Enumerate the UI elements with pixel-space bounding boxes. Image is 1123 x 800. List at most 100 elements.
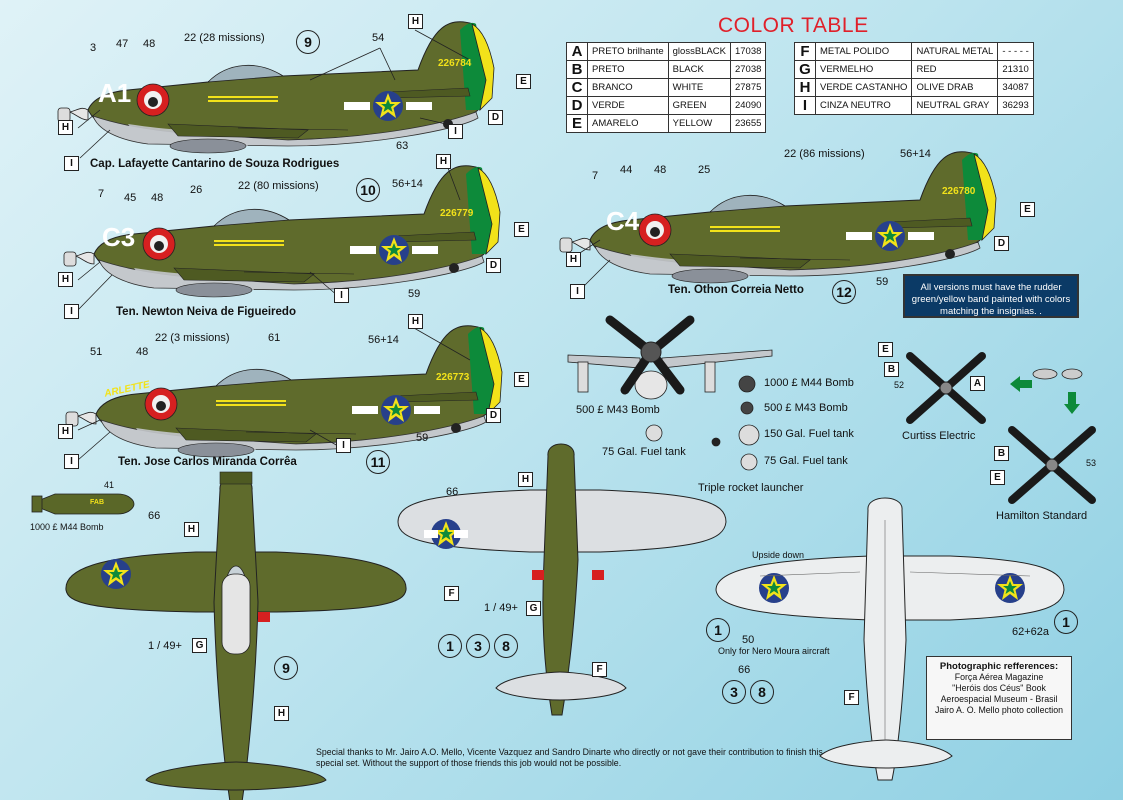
thanks-text: Special thanks to Mr. Jairo A.O. Mello, … xyxy=(316,747,823,768)
missions-label-12: 22 (86 missions) xyxy=(784,148,865,160)
box-e-9: E xyxy=(516,74,531,89)
planform-mid-number-1: 1 xyxy=(438,634,462,658)
box-e-prop1: E xyxy=(878,342,893,357)
callout-59: 59 xyxy=(408,288,421,300)
hamilton-prop xyxy=(1008,426,1096,504)
planform-metal-underside xyxy=(715,497,1065,781)
code-letters-c3: C3 xyxy=(102,222,136,252)
callout-3: 3 xyxy=(90,42,97,54)
missions-label-9: 22 (28 missions) xyxy=(184,32,265,44)
caption-aircraft-12: Ten. Othon Correia Netto xyxy=(668,284,804,296)
callout-44: 44 xyxy=(620,164,633,176)
box-h-mid: H xyxy=(518,472,533,487)
callout-66-top: 66 xyxy=(148,510,161,522)
planform-metal-number-1b: 1 xyxy=(1054,610,1078,634)
box-h-11b: H xyxy=(58,424,73,439)
box-g-mid: G xyxy=(526,601,541,616)
callout-25: 25 xyxy=(698,164,711,176)
box-h-top: H xyxy=(184,522,199,537)
callout-48: 48 xyxy=(143,38,156,50)
rudder-band-note: All versions must have the rudder green/… xyxy=(903,274,1079,318)
planform-top-details xyxy=(101,559,270,655)
box-e-10: E xyxy=(514,222,529,237)
aircraft-number-9: 9 xyxy=(296,30,320,54)
box-b-prop1: B xyxy=(884,362,899,377)
planform-underside-gray xyxy=(397,443,727,716)
callout-56-14: 56+14 xyxy=(392,178,423,190)
label-hamilton-standard: Hamilton Standard xyxy=(996,510,1088,522)
aircraft-number-12: 12 xyxy=(832,280,856,304)
code-letters-c4: C4 xyxy=(606,206,640,236)
callout-63: 63 xyxy=(396,140,409,152)
caption-aircraft-9: Cap. Lafayette Cantarino de Souza Rodrig… xyxy=(90,158,340,170)
box-e-prop2: E xyxy=(990,470,1005,485)
box-d-11: D xyxy=(486,408,501,423)
aircraft-number-10: 10 xyxy=(356,178,380,202)
refs-title: Photographic refferences: xyxy=(939,661,1059,672)
caption-aircraft-11: Ten. Jose Carlos Miranda Corrêa xyxy=(118,456,297,468)
bomb-marking: FAB xyxy=(90,499,104,506)
label-500-bomb-left: 500 £ M43 Bomb xyxy=(576,404,660,416)
missions-label-11: 22 (3 missions) xyxy=(155,332,230,344)
label-1000-bomb: 1000 £ M44 Bomb xyxy=(764,377,854,389)
callout-56-14-c: 56+14 xyxy=(900,148,931,160)
box-h-9a: H xyxy=(408,14,423,29)
callout-51: 51 xyxy=(90,346,103,358)
callout-54: 54 xyxy=(372,32,385,44)
bomb-callout-41: 41 xyxy=(104,480,115,490)
label-150-tank: 150 Gal. Fuel tank xyxy=(764,428,854,440)
callout-45: 45 xyxy=(124,192,137,204)
box-a-prop1: A xyxy=(970,376,985,391)
box-g-top: G xyxy=(192,638,207,653)
box-i-11: I xyxy=(336,438,351,453)
store-icons xyxy=(645,375,760,471)
front-view-aircraft xyxy=(567,315,773,400)
planform-mid-number-3: 3 xyxy=(466,634,490,658)
box-b-prop2: B xyxy=(994,446,1009,461)
serial-12: 226780 xyxy=(942,186,976,197)
color-table-title: COLOR TABLE xyxy=(718,14,869,37)
caption-aircraft-10: Ten. Newton Neiva de Figueiredo xyxy=(116,306,296,318)
serial-10: 226779 xyxy=(440,208,474,219)
box-e-11: E xyxy=(514,372,529,387)
box-h-10a: H xyxy=(436,154,451,169)
box-h-9b: H xyxy=(58,120,73,135)
planform-metal-number-1a: 1 xyxy=(706,618,730,642)
box-i-12: I xyxy=(570,284,585,299)
callout-66-bot: 66 xyxy=(738,664,751,676)
callout-48-b: 48 xyxy=(151,192,164,204)
callout-66-mid: 66 xyxy=(446,486,459,498)
box-f-mid: F xyxy=(444,586,459,601)
refs-line-2: "Heróis dos Céus" Book xyxy=(952,683,1046,693)
refs-line-3: Aeroespacial Museum - Brasil xyxy=(940,694,1058,704)
photo-references: Photographic refferences: Força Aérea Ma… xyxy=(926,656,1072,740)
curtiss-prop xyxy=(906,352,986,424)
aircraft-number-11: 11 xyxy=(366,450,390,474)
callout-52: 52 xyxy=(894,380,905,390)
box-e-12: E xyxy=(1020,202,1035,217)
box-h-12: H xyxy=(566,252,581,267)
callout-48-c: 48 xyxy=(136,346,149,358)
box-f-bot: F xyxy=(844,690,859,705)
box-h-top-tail: H xyxy=(274,706,289,721)
box-i-10: I xyxy=(334,288,349,303)
label-nero-moura: Only for Nero Moura aircraft xyxy=(718,646,830,656)
serial-11: 226773 xyxy=(436,372,470,383)
planform-number-9: 9 xyxy=(274,656,298,680)
callout-g-mid: 1 / 49+ xyxy=(484,602,518,614)
label-upside-down: Upside down xyxy=(752,550,805,560)
box-i-9: I xyxy=(448,124,463,139)
refs-line-4: Jairo A. O. Mello photo collection xyxy=(934,705,1064,715)
callout-53: 53 xyxy=(1086,458,1097,468)
planform-mid-number-8: 8 xyxy=(494,634,518,658)
callout-48-d: 48 xyxy=(654,164,667,176)
box-d-12: D xyxy=(994,236,1009,251)
callout-26: 26 xyxy=(190,184,203,196)
